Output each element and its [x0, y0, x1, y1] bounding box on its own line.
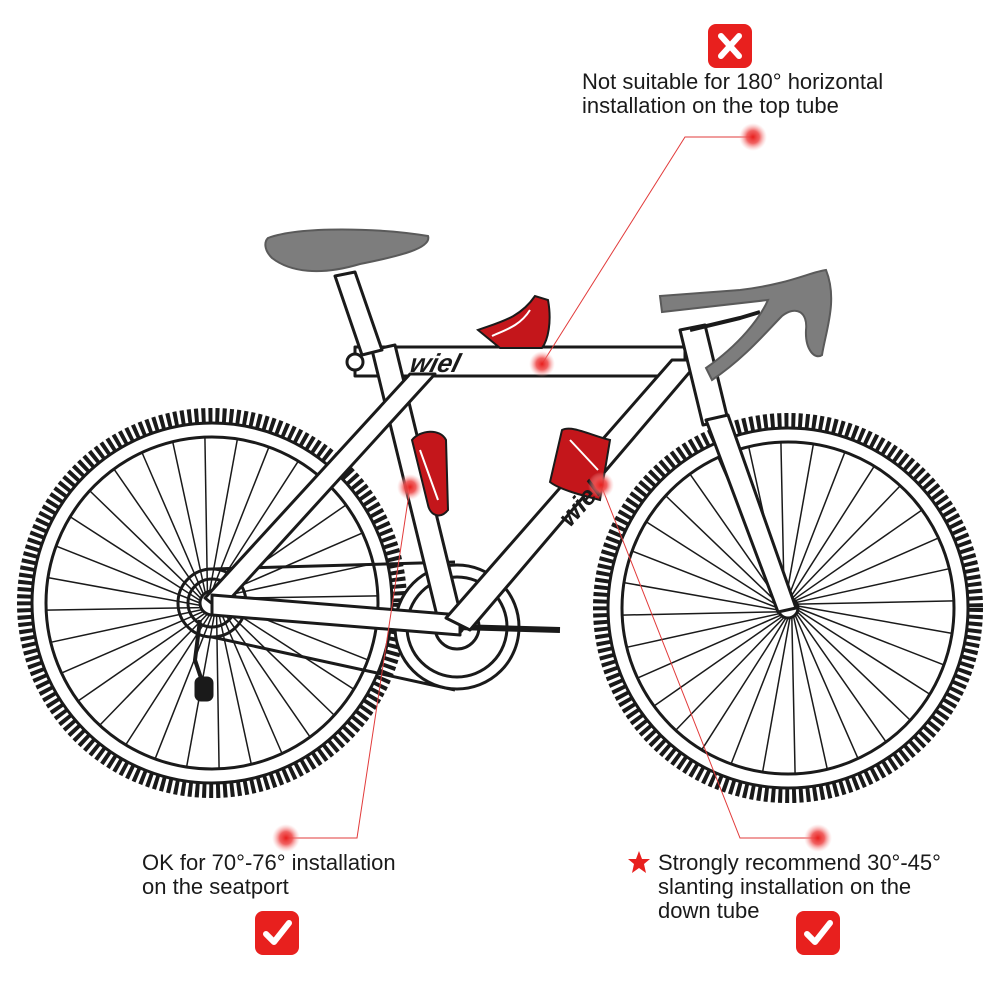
- wheel-spoke: [171, 441, 207, 594]
- wheel-spoke: [792, 616, 829, 770]
- wheel-spoke: [47, 576, 201, 607]
- wheel-spoke: [794, 537, 939, 602]
- x-mark-icon: [708, 24, 752, 68]
- marker-top-tube-cage: [529, 351, 555, 377]
- leader-lines: [286, 136, 818, 839]
- leader-line-seat-tube: [286, 486, 411, 839]
- wheel-spoke: [797, 607, 945, 666]
- marker-seat-tube-end: [272, 824, 300, 852]
- bottle-cage-seat-tube: [410, 430, 450, 517]
- wheel-spoke: [89, 490, 202, 599]
- wheel-spoke: [221, 562, 374, 598]
- top-tube-annotation-line: installation on the top tube: [582, 93, 839, 118]
- down-tube-annotation-line: Strongly recommend 30°-45°: [658, 850, 941, 875]
- marker-down-tube-cage: [588, 472, 614, 498]
- wheel-spoke: [204, 437, 209, 592]
- wheel-spoke: [796, 611, 911, 721]
- wheel-spoke: [631, 550, 779, 609]
- seat-tube-annotation: OK for 70°-76° installation on the seatp…: [142, 851, 396, 899]
- wheel-spoke: [665, 495, 780, 605]
- wheel-spoke: [761, 617, 791, 773]
- markers: [272, 123, 832, 852]
- wheel-spoke: [626, 612, 780, 649]
- wheel-spoke: [50, 608, 203, 644]
- wheel-spoke: [797, 605, 953, 635]
- wheel-spoke: [785, 443, 815, 599]
- wheel-spoke: [797, 609, 931, 695]
- wheel-spoke: [61, 610, 204, 674]
- down-tube-annotation: Strongly recommend 30°-45° slanting inst…: [658, 851, 941, 923]
- wheel-spoke: [787, 451, 846, 599]
- bottle-cage-top-tube: [476, 294, 551, 349]
- handlebar: [658, 268, 833, 382]
- wheel-spoke: [701, 617, 787, 751]
- wheel-spoke: [793, 509, 923, 601]
- down-tube-annotation-line: down tube: [658, 898, 760, 923]
- wheel-spoke: [69, 516, 201, 602]
- wheel-spoke: [113, 468, 203, 597]
- saddle: [264, 228, 430, 273]
- wheel-spoke: [791, 485, 901, 600]
- checkmark-icon: [796, 911, 840, 955]
- wheel-spoke: [55, 545, 201, 604]
- wheel-spoke: [645, 521, 779, 607]
- seat-tube-annotation-line: OK for 70°-76° installation: [142, 850, 396, 875]
- wheel-spoke: [653, 615, 783, 707]
- wheel-spoke: [125, 614, 211, 746]
- seat-tube-annotation-line: on the seatport: [142, 874, 289, 899]
- leader-line-top-tube: [541, 136, 753, 365]
- wheel-spoke: [797, 600, 954, 605]
- wheel-spoke: [215, 614, 220, 769]
- wheel-spoke: [789, 465, 875, 599]
- marker-top-tube-start: [739, 123, 767, 151]
- wheel-spoke: [141, 452, 205, 595]
- leader-line-down-tube: [600, 484, 818, 839]
- wheel-spoke: [730, 617, 789, 765]
- wheel-spoke: [223, 604, 355, 690]
- wheel-spoke: [796, 567, 950, 604]
- wheel-spoke: [689, 473, 781, 603]
- wheel-spoke: [791, 617, 796, 774]
- wheel-spoke: [623, 581, 779, 611]
- star-icon: [628, 851, 650, 873]
- wheel-spoke: [208, 438, 239, 592]
- wheel-spoke: [222, 607, 335, 716]
- front-wheel: [593, 413, 983, 803]
- wheel-spoke: [46, 606, 201, 611]
- wheel-spoke: [221, 609, 311, 738]
- wheel-spoke: [794, 614, 859, 759]
- top-tube-annotation-line: Not suitable for 180° horizontal: [582, 69, 884, 94]
- marker-seat-tube-cage: [397, 474, 423, 500]
- down-tube-annotation-line: slanting installation on the: [658, 874, 912, 899]
- wheel-spoke: [795, 613, 887, 743]
- wheel-spoke: [637, 614, 782, 679]
- wheel-spoke: [211, 446, 270, 592]
- wheel-spoke: [77, 612, 206, 702]
- frame-logo-top-tube: wiel: [407, 348, 465, 377]
- wheel-spoke: [675, 616, 785, 731]
- wheel-spoke: [99, 613, 208, 726]
- wheel-spoke: [219, 611, 283, 754]
- marker-down-tube-end: [804, 824, 832, 852]
- checkmark-icon: [255, 911, 299, 955]
- top-tube-annotation: Not suitable for 180° horizontal install…: [582, 70, 883, 118]
- wheel-spoke: [154, 614, 213, 760]
- wheel-spoke: [622, 611, 779, 616]
